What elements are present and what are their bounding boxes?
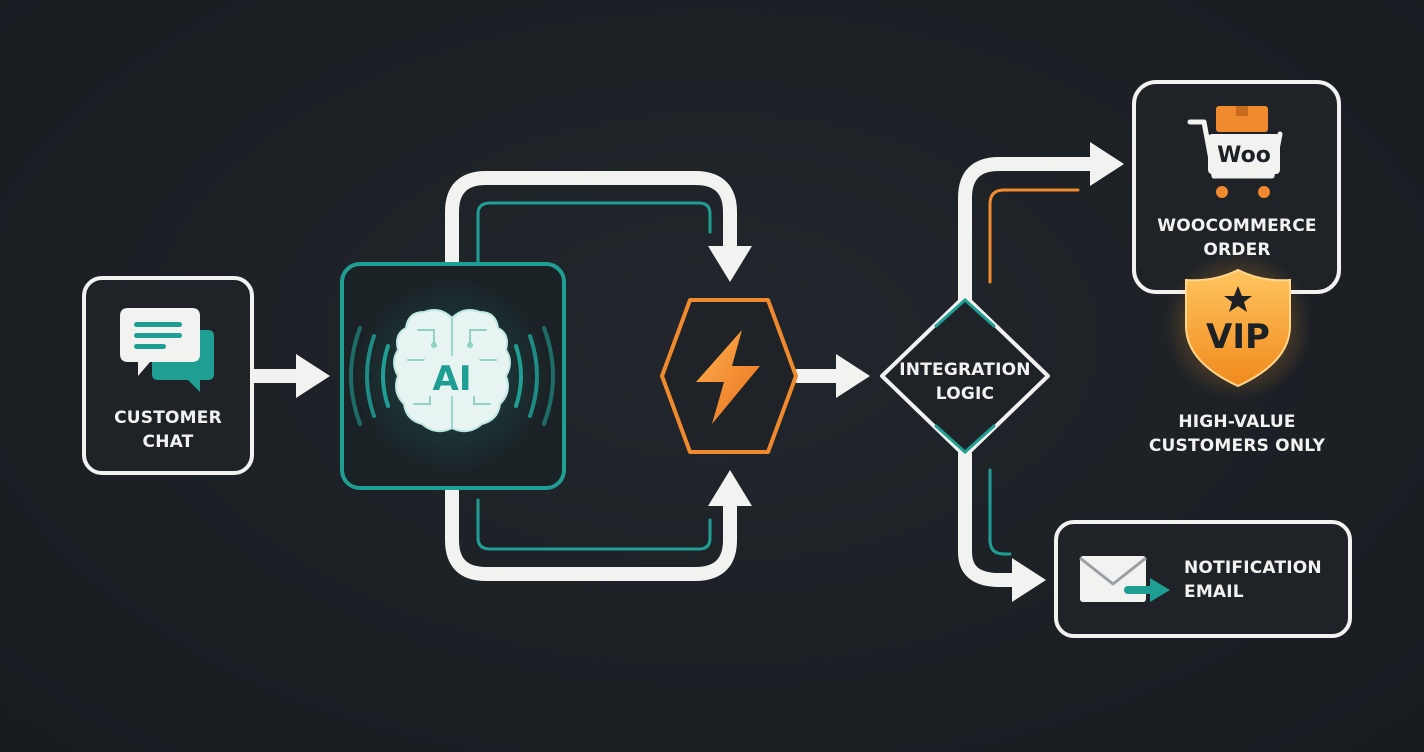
arrowhead-to-woocommerce	[1090, 142, 1124, 186]
integration-logic-line1: INTEGRATION	[899, 360, 1031, 380]
loop-top-outer	[445, 171, 737, 269]
ai-badge-text: AI	[433, 359, 472, 399]
vip-caption: HIGH-VALUE CUSTOMERS ONLY	[1130, 410, 1344, 458]
branch-up-inner	[988, 188, 1080, 284]
customer-chat-label: CUSTOMER CHAT	[94, 406, 242, 454]
shopping-cart-icon	[1187, 106, 1283, 198]
loop-bottom-inner	[476, 498, 712, 551]
ai-brain-icon	[349, 309, 555, 433]
chat-bubbles-icon	[120, 308, 214, 392]
loop-bottom-outer	[445, 481, 737, 581]
connectors	[245, 142, 1124, 602]
customer-chat-line2: CHAT	[142, 432, 194, 452]
loop-top-inner	[476, 201, 712, 264]
woocommerce-node: Woo	[1132, 80, 1341, 294]
vip-caption-line2: CUSTOMERS ONLY	[1148, 436, 1326, 456]
vip-badge: VIP	[1164, 252, 1312, 400]
notification-email-label: NOTIFICATION EMAIL	[1184, 556, 1344, 604]
vip-shield-icon	[1185, 268, 1291, 388]
integration-logic-node	[880, 294, 1050, 458]
notification-email-line2: EMAIL	[1184, 582, 1244, 602]
vip-caption-line1: HIGH-VALUE	[1178, 412, 1296, 432]
arrowhead-processor-to-logic	[836, 354, 870, 398]
arrowhead-to-email	[1012, 558, 1046, 602]
processor-node	[660, 298, 798, 454]
notification-email-node	[1054, 520, 1352, 638]
customer-chat-line1: CUSTOMER	[114, 408, 222, 428]
lightning-bolt-icon	[696, 330, 760, 424]
arrowhead-bottom-loop	[708, 470, 752, 506]
woocommerce-label: WOOCOMMERCE ORDER	[1140, 214, 1334, 262]
ai-node: AI	[340, 262, 566, 490]
envelope-icon	[1079, 556, 1170, 602]
integration-logic-line2: LOGIC	[935, 384, 995, 404]
integration-logic-label: INTEGRATION LOGIC	[890, 358, 1040, 406]
woo-logo-text: Woo	[1217, 143, 1271, 168]
vip-badge-text: VIP	[1206, 317, 1270, 357]
woocommerce-line2: ORDER	[1203, 240, 1271, 260]
arrowhead-top-loop	[708, 246, 752, 282]
branch-up-outer	[958, 157, 1102, 307]
branch-down-outer	[958, 447, 1027, 587]
customer-chat-node	[82, 276, 254, 475]
notification-email-line1: NOTIFICATION	[1184, 558, 1322, 578]
woocommerce-line1: WOOCOMMERCE	[1157, 216, 1317, 236]
arrowhead-chat-to-ai	[296, 354, 330, 398]
branch-down-inner	[988, 468, 1012, 556]
